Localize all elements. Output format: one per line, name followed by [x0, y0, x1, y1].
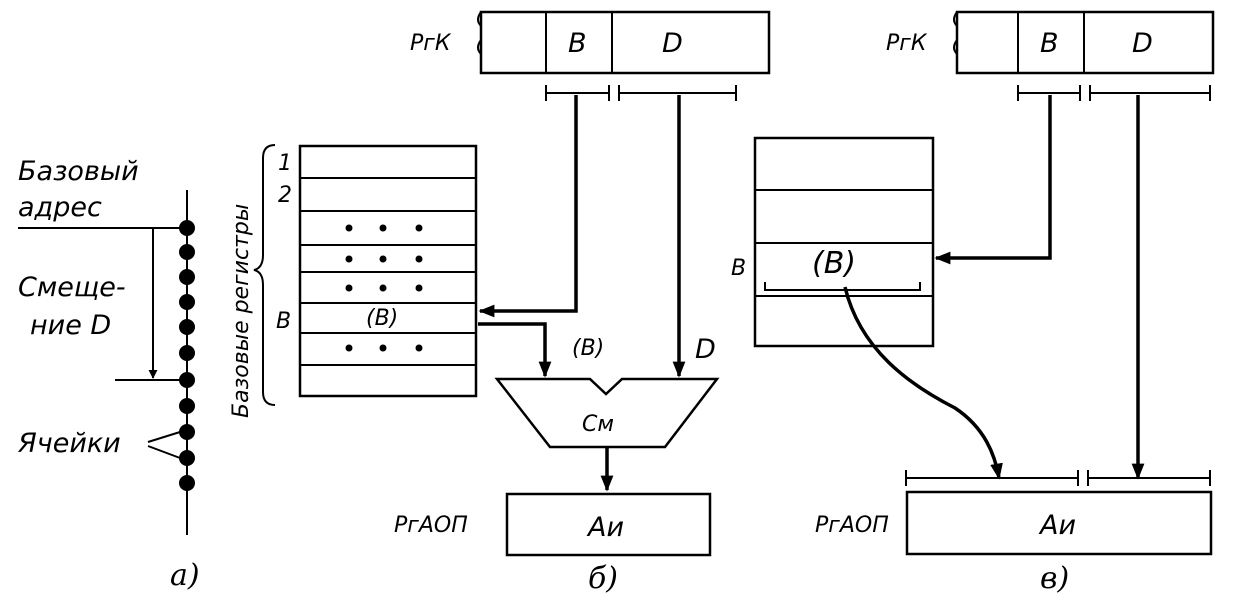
memory-cell — [179, 345, 195, 361]
command-register — [479, 10, 771, 75]
b-field-arrow — [934, 95, 1052, 265]
offset-label: Смеще- — [18, 272, 126, 303]
caption-a: а) — [170, 558, 200, 593]
address-value: Аи — [586, 512, 624, 543]
memory-cell — [179, 319, 195, 335]
memory-cell — [179, 244, 195, 260]
address-field-brackets — [905, 470, 1211, 486]
memory-cell — [179, 398, 195, 414]
address-register — [505, 492, 712, 557]
panel-c: РгК B D B (B) — [731, 10, 1215, 596]
base-register-file — [298, 144, 478, 398]
field-d-label: D — [662, 28, 683, 59]
command-register-label: РгК — [886, 31, 928, 56]
memory-cell — [179, 450, 195, 466]
b-field-arrow — [478, 95, 578, 318]
memory-cell — [179, 220, 195, 236]
base-to-address-arrow — [843, 286, 1003, 480]
address-register-label: РгАОП — [815, 513, 889, 538]
cells-leader — [147, 431, 181, 443]
adder-input-d-label: D — [695, 334, 716, 365]
memory-cell — [179, 372, 195, 388]
content-bracket — [764, 282, 921, 291]
field-b-label: B — [1040, 28, 1059, 59]
field-d-label: D — [1132, 28, 1153, 59]
register-number-b: B — [276, 309, 291, 334]
offset-label: ние D — [30, 310, 111, 341]
register-number-2: 2 — [278, 183, 292, 208]
memory-cells — [179, 220, 195, 491]
base-address-label: Базовый — [18, 156, 139, 187]
register-number-b: B — [731, 256, 746, 281]
register-number-1: 1 — [278, 151, 292, 176]
base-registers-label: Базовые регистры — [229, 204, 254, 418]
adder-label: См — [582, 412, 614, 437]
field-b-label: B — [568, 28, 587, 59]
address-value: Аи — [1038, 510, 1076, 541]
cells-label: Ячейки — [17, 428, 121, 459]
address-register-label: РгАОП — [394, 513, 468, 538]
base-registers-brace — [253, 144, 276, 406]
field-brackets — [1017, 85, 1211, 101]
adder-input-b-label: (B) — [572, 336, 604, 361]
panel-a: Базовый адрес Смеще- ние D Ячейки а) — [17, 156, 200, 593]
caption-b: б) — [588, 561, 618, 596]
adder — [494, 377, 720, 449]
field-brackets — [545, 85, 737, 101]
cells-leader — [147, 445, 181, 459]
memory-cell — [179, 475, 195, 491]
register-b-content: (B) — [366, 306, 398, 331]
base-address-label: адрес — [18, 192, 102, 223]
memory-cell — [179, 424, 195, 440]
panel-b: РгК B D Базовые регистры — [229, 10, 771, 596]
command-register-label: РгК — [410, 31, 452, 56]
memory-cell — [179, 294, 195, 310]
register-to-adder-arrow — [478, 322, 552, 378]
register-b-content: (B) — [812, 246, 856, 281]
address-register — [905, 490, 1213, 556]
base-register-file — [753, 136, 935, 348]
caption-c: в) — [1040, 561, 1069, 596]
memory-cell — [179, 269, 195, 285]
